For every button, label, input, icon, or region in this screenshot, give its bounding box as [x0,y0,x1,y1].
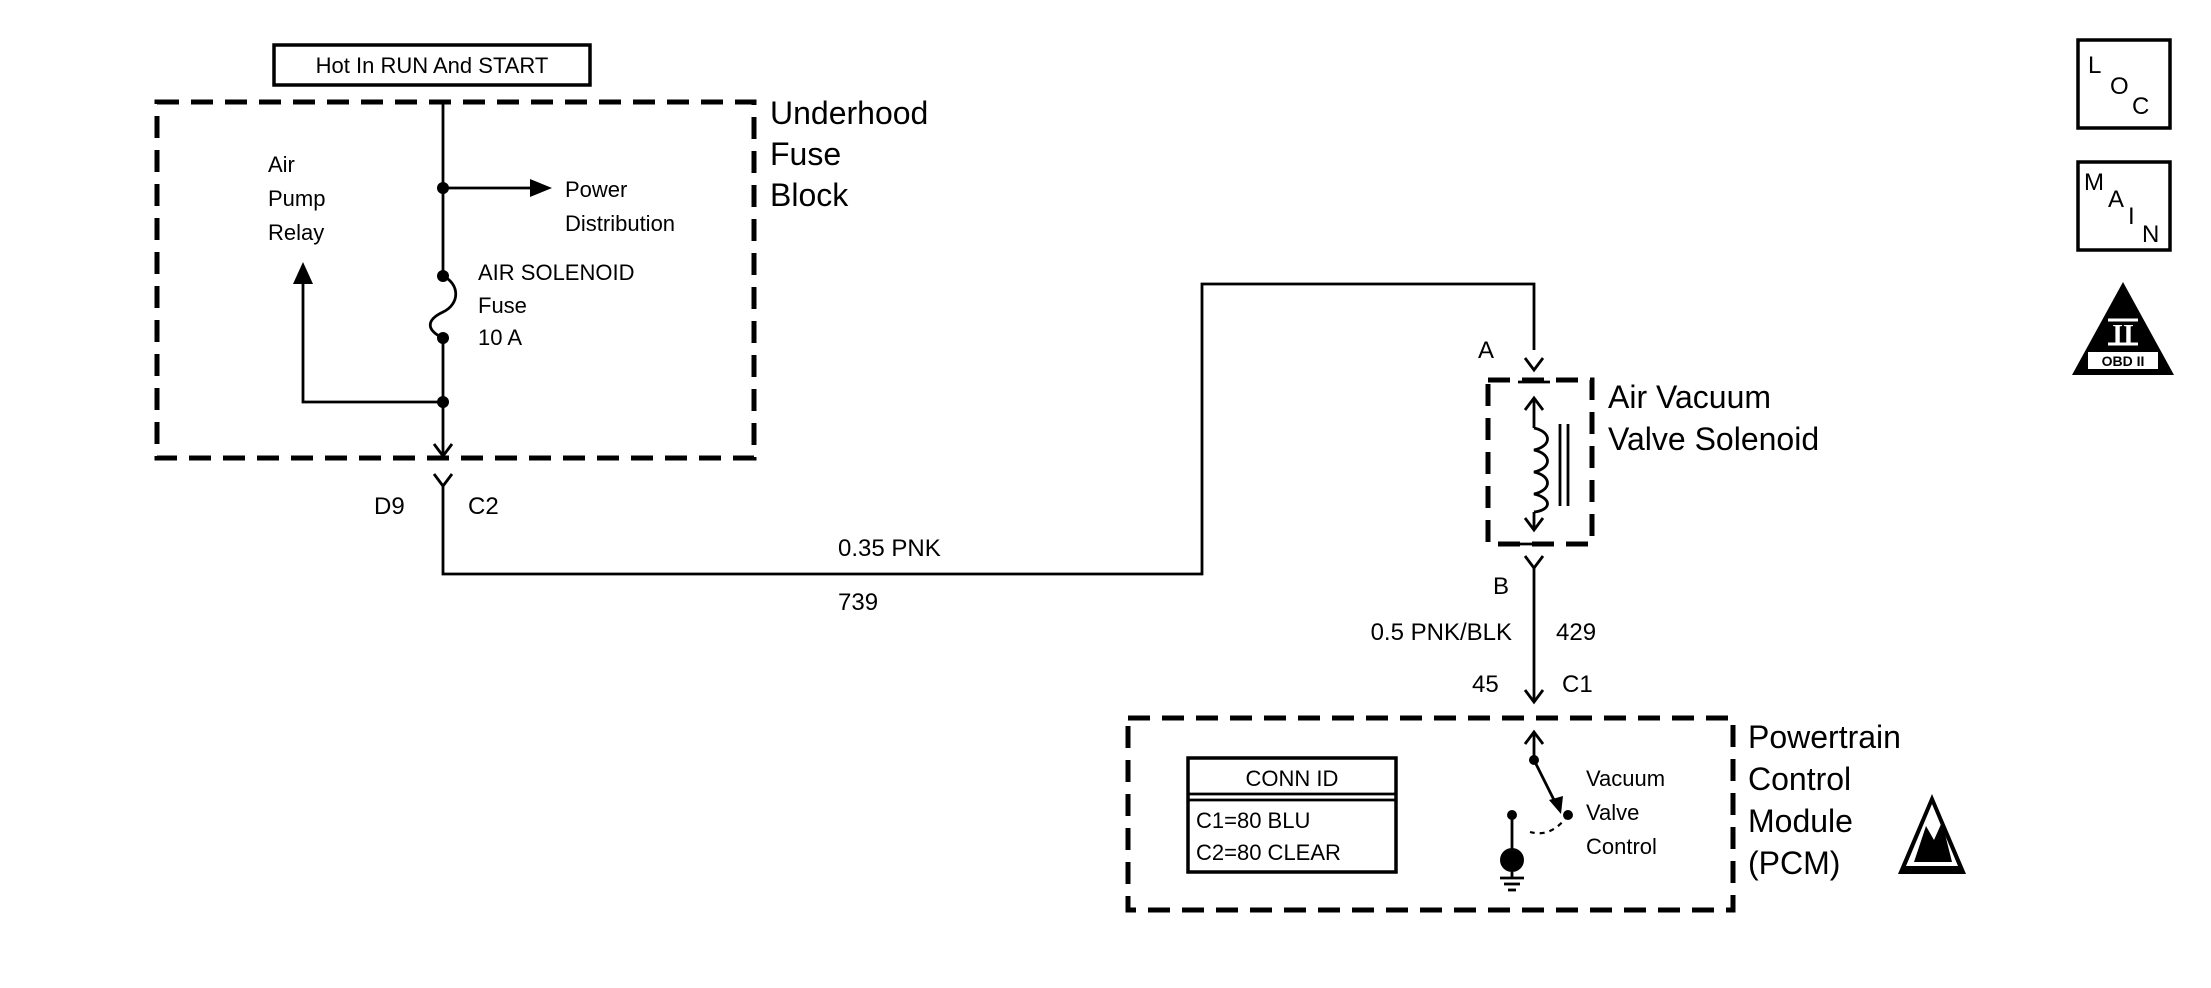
underhood-fuse-block-name: Underhood Fuse Block [770,95,928,213]
svg-text:AIR SOLENOID: AIR SOLENOID [478,260,634,285]
conn-id-table: CONN ID C1=80 BLU C2=80 CLEAR [1186,756,1398,874]
power-distribution-label: Power Distribution [565,177,675,236]
svg-text:Air: Air [268,152,295,177]
svg-text:Powertrain: Powertrain [1748,719,1901,755]
wire-429-circuit: 429 [1556,619,1596,646]
pcm-boundary [1125,715,1736,913]
conn-id-row: C2=80 CLEAR [1196,840,1341,865]
svg-text:Valve Solenoid: Valve Solenoid [1608,421,1819,457]
solenoid-coil-symbol [1523,395,1570,533]
hot-in-run-start-box: Hot In RUN And START [272,43,592,87]
svg-text:Underhood: Underhood [770,95,928,131]
connector-c2-d9: D9 C2 [374,443,499,520]
solenoid-connector-b [1518,542,1550,571]
vacuum-valve-control-switch [1507,732,1573,852]
svg-text:Power: Power [565,177,627,202]
connector-c1-45: 45 C1 [1472,671,1593,745]
connector-d9-pin: D9 [374,493,405,520]
connector-45-pin: 45 [1472,671,1499,698]
hot-in-run-start-label: Hot In RUN And START [316,53,549,78]
svg-text:Control: Control [1586,834,1657,859]
svg-text:Distribution: Distribution [565,211,675,236]
air-solenoid-fuse-symbol [428,274,458,340]
wire-739-spec: 0.35 PNK [838,535,941,562]
svg-text:A: A [2108,186,2124,213]
ground-icon [1500,848,1524,892]
svg-text:L: L [2088,52,2101,79]
loc-icon[interactable]: L O C [2076,38,2172,130]
svg-text:O: O [2110,73,2129,100]
svg-text:10 A: 10 A [478,325,522,350]
svg-text:Fuse: Fuse [770,136,841,172]
solenoid-pin-a: A [1478,337,1494,364]
svg-text:Relay: Relay [268,220,324,245]
svg-text:II: II [2112,320,2134,351]
solenoid-pin-b: B [1493,573,1509,600]
connector-c2-label: C2 [468,493,499,520]
svg-text:I: I [2128,203,2135,230]
svg-text:Vacuum: Vacuum [1586,766,1665,791]
conn-id-title: CONN ID [1246,766,1339,791]
svg-text:M: M [2084,169,2104,196]
vacuum-valve-control-label: Vacuum Valve Control [1586,766,1665,859]
svg-text:OBD II: OBD II [2102,353,2145,369]
svg-text:Block: Block [770,177,849,213]
wire-429-spec: 0.5 PNK/BLK [1371,619,1512,646]
air-pump-relay-label: Air Pump Relay [268,152,325,245]
conn-id-row: C1=80 BLU [1196,808,1310,833]
svg-text:Control: Control [1748,761,1851,797]
svg-text:Pump: Pump [268,186,325,211]
air-pump-relay-feed-wire [293,262,443,404]
svg-text:(PCM): (PCM) [1748,845,1840,881]
svg-text:Valve: Valve [1586,800,1639,825]
svg-text:N: N [2142,221,2159,248]
wire-739 [441,282,1536,576]
wire-739-circuit: 739 [838,589,878,616]
pcm-name: Powertrain Control Module (PCM) [1748,719,1901,881]
power-distribution-arrow [443,179,552,197]
svg-text:Fuse: Fuse [478,293,527,318]
main-icon[interactable]: M A I N [2076,160,2172,252]
connector-c1-label: C1 [1562,671,1593,698]
underhood-fuse-block-boundary [154,99,757,461]
air-vacuum-valve-solenoid-name: Air Vacuum Valve Solenoid [1608,379,1819,457]
obd-ii-icon[interactable]: II OBD II [2072,282,2174,375]
svg-text:Air Vacuum: Air Vacuum [1608,379,1771,415]
svg-text:C: C [2132,93,2149,120]
svg-text:Module: Module [1748,803,1853,839]
air-solenoid-fuse-label: AIR SOLENOID Fuse 10 A [478,260,634,350]
esd-warning-icon [1898,794,1966,874]
